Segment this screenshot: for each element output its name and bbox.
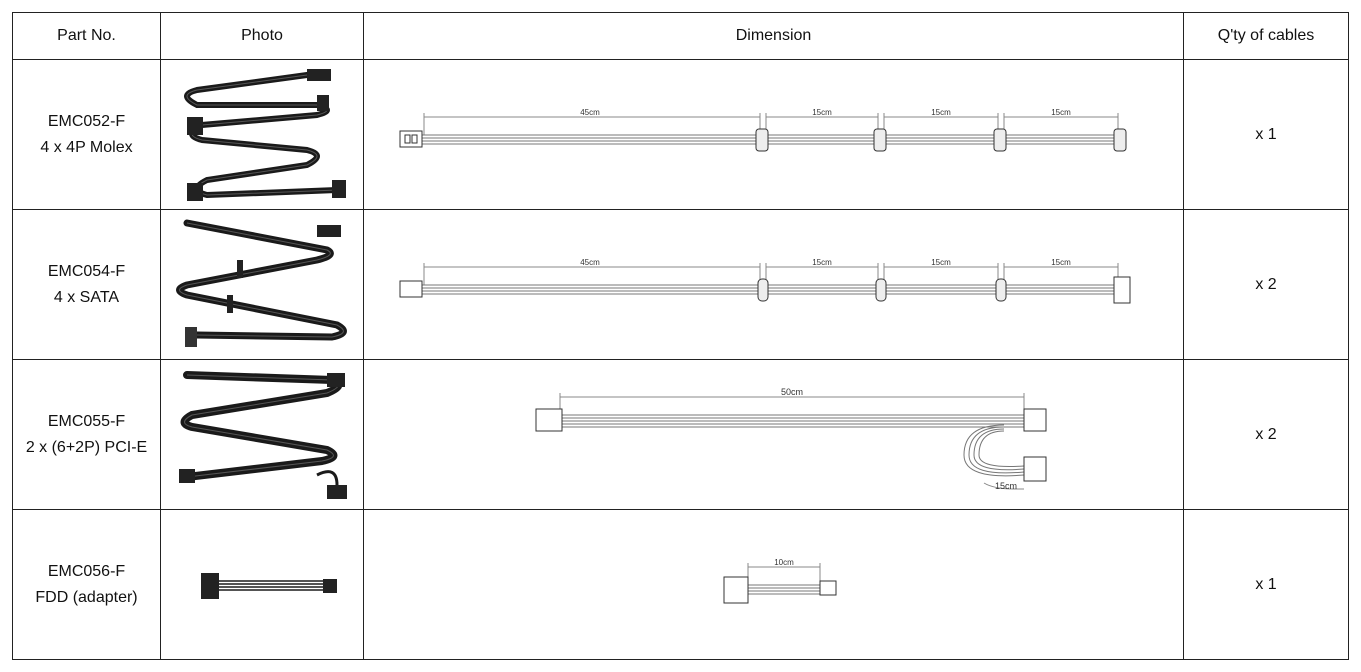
dimension-label: 15cm [931,108,951,117]
part-number: EMC055-F [47,412,126,430]
part-number: EMC052-F [47,112,126,130]
dimension-label: 45cm [580,108,600,117]
header-part-no: Part No. [12,12,161,60]
qty-cell: x 2 [1183,359,1349,510]
header-row: Part No. Photo Dimension Q'ty of cables [12,12,1349,60]
cable-spec-table: Part No. Photo Dimension Q'ty of cables … [12,12,1349,660]
table-row: EMC056-F FDD (adapter) [12,509,1349,660]
table-row: EMC055-F 2 x (6+2P) PCI-E [12,359,1349,510]
dimension-cell: 45cm 15cm 15cm 15cm [363,209,1184,360]
pcie-cable-photo [179,370,347,499]
part-cell: EMC054-F 4 x SATA [12,209,161,360]
molex-cable-photo [184,68,346,201]
part-number: EMC054-F [47,262,126,280]
photo-cell [160,359,364,510]
qty-cell: x 1 [1183,59,1349,210]
part-cell: EMC055-F 2 x (6+2P) PCI-E [12,359,161,510]
fdd-cable-photo [201,572,337,599]
dimension-cell: 10cm [363,509,1184,660]
dimension-label: 15cm [931,258,951,267]
photo-cell [160,59,364,210]
photo-cell [160,209,364,360]
header-dimension: Dimension [363,12,1184,60]
part-cell: EMC056-F FDD (adapter) [12,509,161,660]
sata-cable-photo [176,219,347,347]
part-description: 2 x (6+2P) PCI-E [25,438,148,456]
part-description: 4 x SATA [53,288,120,306]
part-description: 4 x 4P Molex [40,138,133,156]
dimension-label: 15cm [812,108,832,117]
dimension-label: 15cm [1051,258,1071,267]
dimension-label: 50cm [780,387,802,397]
dimension-cell: 50cm 15cm [363,359,1184,510]
sata-dimension-diagram: 45cm 15cm 15cm 15cm [399,258,1130,303]
dimension-label: 15cm [1051,108,1071,117]
fdd-dimension-diagram: 10cm [723,558,836,603]
dimension-label: 10cm [774,558,794,567]
qty-cell: x 1 [1183,509,1349,660]
photo-cell [160,509,364,660]
dimension-label: 15cm [994,481,1016,491]
header-qty: Q'ty of cables [1183,12,1349,60]
part-number: EMC056-F [47,562,126,580]
dimension-cell: 45cm 15cm 15cm 15cm [363,59,1184,210]
header-photo: Photo [160,12,364,60]
part-description: FDD (adapter) [35,588,138,606]
table-row: EMC054-F 4 x SATA [12,209,1349,360]
molex-dimension-diagram: 45cm 15cm 15cm 15cm [399,108,1126,151]
pcie-dimension-diagram: 50cm 15cm [535,387,1046,491]
dimension-label: 15cm [812,258,832,267]
qty-cell: x 2 [1183,209,1349,360]
dimension-label: 45cm [580,258,600,267]
part-cell: EMC052-F 4 x 4P Molex [12,59,161,210]
table-row: EMC052-F 4 x 4P Molex [12,59,1349,210]
